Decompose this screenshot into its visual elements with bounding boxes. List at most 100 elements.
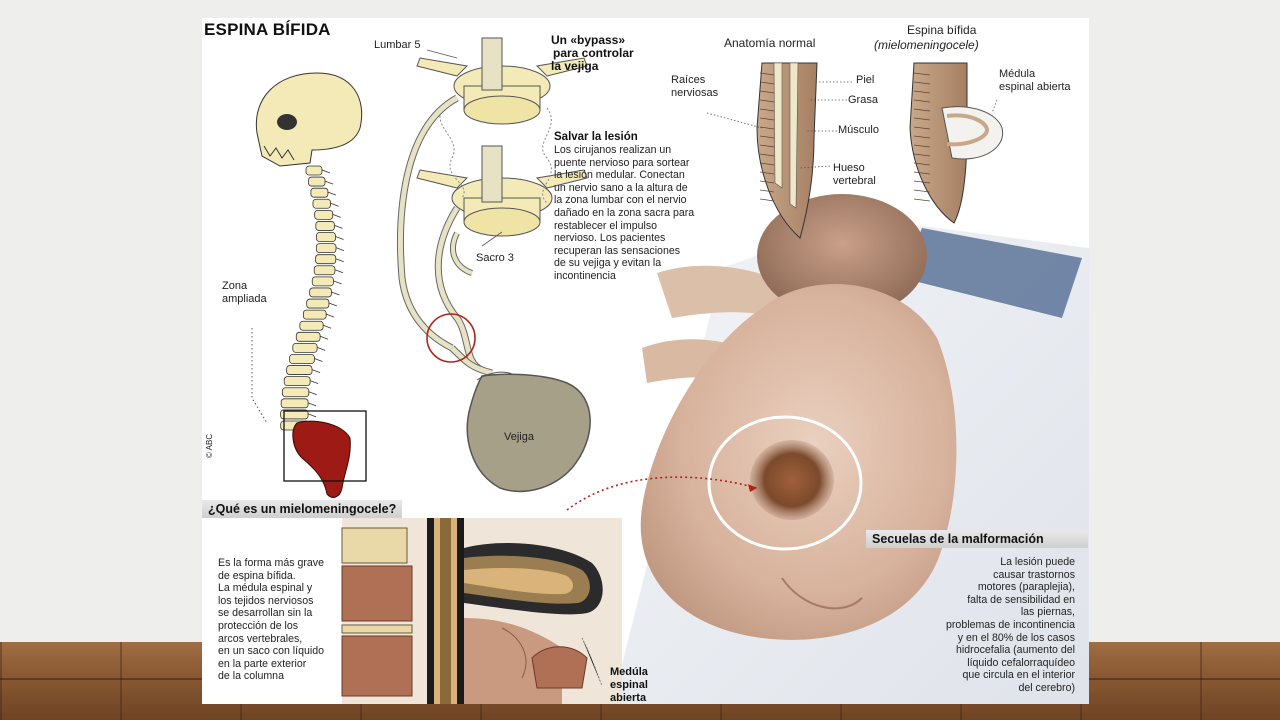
vertebra	[299, 320, 324, 331]
tissue-hatch	[913, 198, 931, 202]
mielomeningocele-closeup	[341, 518, 622, 704]
vertebra	[280, 409, 309, 420]
secuelas-line: que circula en el interior	[962, 669, 1075, 682]
medula-label-line: espinal abierta	[999, 81, 1071, 93]
secuelas-line: La lesión puede	[1000, 556, 1075, 568]
que-es-heading: ¿Qué es un mielomeningocele?	[202, 500, 403, 518]
salvar-line: incontinencia	[554, 269, 616, 282]
que-es-text: Es la forma más grave de espina bífida. …	[218, 557, 324, 683]
skeleton-illustration	[251, 72, 367, 498]
bypass-heading-line: Un «bypass»	[551, 33, 626, 47]
vertebra-process	[334, 269, 344, 274]
tissue-hatch	[759, 144, 775, 148]
vertebra-process	[314, 358, 323, 362]
vertebra-process	[326, 313, 335, 318]
salvar-line: recuperan las sensaciones	[554, 244, 681, 257]
secuelas-line: motores (paraplejia),	[977, 581, 1075, 594]
bladder-label: Vejiga	[504, 431, 534, 443]
vertebra	[283, 376, 311, 387]
vertebra-process	[328, 302, 338, 307]
secuelas-line: líquido cefalorraquídeo	[967, 656, 1075, 669]
bypass-illustration	[397, 37, 591, 493]
tissue-hatch	[913, 99, 931, 103]
grasa-label: Grasa	[848, 94, 878, 106]
salvar-line: un nervio sano a la altura de	[554, 181, 688, 194]
vertebra	[313, 265, 336, 276]
salvar-line: la lesión medular. Conectan	[554, 169, 685, 182]
vertebra	[289, 354, 315, 364]
que-es-line: Es la forma más grave	[218, 557, 324, 569]
medula-closeup-label: Medúla espinal abierta	[610, 666, 648, 704]
salvar-line: Los cirujanos realizan un	[554, 144, 672, 156]
tissue-hatch	[913, 162, 931, 166]
que-es-line: arcos vertebrales,	[218, 632, 303, 645]
salvar-heading: Salvar la lesión	[554, 131, 638, 143]
vertebra	[280, 398, 309, 409]
vertebra-process	[319, 335, 329, 340]
tissue-hatch	[759, 81, 775, 85]
sacro-label: Sacro 3	[476, 252, 514, 264]
vertebra-process	[308, 391, 317, 396]
tissue-hatch	[759, 180, 775, 184]
vertebra-process	[327, 191, 337, 196]
bifida-title: Espina bífida	[907, 23, 977, 37]
secuelas-text: La lesión puede causar trastornos motore…	[946, 556, 1075, 695]
piel-label: Piel	[856, 74, 875, 86]
anatomy-cross-sections	[706, 62, 1004, 239]
vertebra	[305, 165, 323, 176]
vertebra-process	[311, 369, 321, 373]
vertebra-process	[309, 380, 319, 385]
vertebra-process	[321, 169, 331, 174]
vertebra	[308, 176, 326, 187]
que-es-line: en la parte exterior	[218, 657, 307, 670]
vertebra	[306, 298, 330, 309]
secuelas-line: del cerebro)	[1018, 681, 1075, 694]
que-es-line: La médula espinal y	[218, 582, 313, 595]
vertebra	[281, 387, 310, 398]
vertebra-process	[335, 258, 344, 263]
bifida-subtitle: (mielomeningocele)	[874, 38, 979, 52]
tissue-hatch	[759, 153, 775, 157]
tissue-hatch	[759, 108, 775, 112]
vertebra	[314, 209, 334, 220]
salvar-line: puente nervioso para sortear	[554, 156, 690, 169]
vertebra	[315, 254, 337, 265]
vertebra	[311, 276, 334, 287]
raices-label: Raíces nerviosas	[671, 74, 718, 100]
tissue-hatch	[913, 189, 931, 193]
medula-abierta-label: Médula espinal abierta	[999, 68, 1071, 94]
hueso-label-line: Hueso	[833, 162, 865, 174]
salvar-line: dañado en la zona sacra para	[554, 206, 695, 219]
medula-closeup-line: abierta	[610, 692, 647, 704]
credit-label: © ABC	[205, 433, 214, 458]
vertebra	[286, 365, 313, 375]
tissue-hatch	[913, 108, 931, 112]
tissue-hatch	[759, 189, 775, 193]
que-es-line: los tejidos nerviosos	[218, 594, 314, 607]
medula-closeup-line: espinal	[610, 679, 648, 691]
vertebra-process	[333, 280, 342, 285]
vertebra-process	[332, 213, 341, 218]
normal-anatomy-title: Anatomía normal	[724, 36, 816, 50]
vertebra	[312, 198, 331, 209]
tissue-hatch	[913, 126, 931, 130]
tissue-hatch	[913, 72, 931, 76]
secuelas-line: falta de sensibilidad en	[967, 593, 1075, 606]
que-es-line: se desarrollan sin la	[218, 607, 313, 620]
que-es-line: protección de los	[218, 619, 299, 632]
tissue-hatch	[759, 162, 775, 166]
tissue-hatch	[913, 153, 931, 157]
que-es-line: de la columna	[218, 670, 284, 683]
vertebra-process	[335, 236, 344, 240]
vertebra-process	[334, 225, 343, 229]
tissue-hatch	[913, 81, 931, 85]
vertebra	[295, 331, 321, 342]
vertebra	[310, 187, 329, 198]
secuelas-line: las piernas,	[1020, 606, 1075, 619]
vertebra-process	[330, 202, 339, 207]
musculo-label: Músculo	[838, 124, 879, 136]
secuelas-line: problemas de incontinencia	[946, 618, 1075, 631]
secuelas-line: y en el 80% de los casos	[957, 631, 1075, 644]
tissue-hatch	[913, 144, 931, 148]
vertebra	[316, 232, 336, 242]
